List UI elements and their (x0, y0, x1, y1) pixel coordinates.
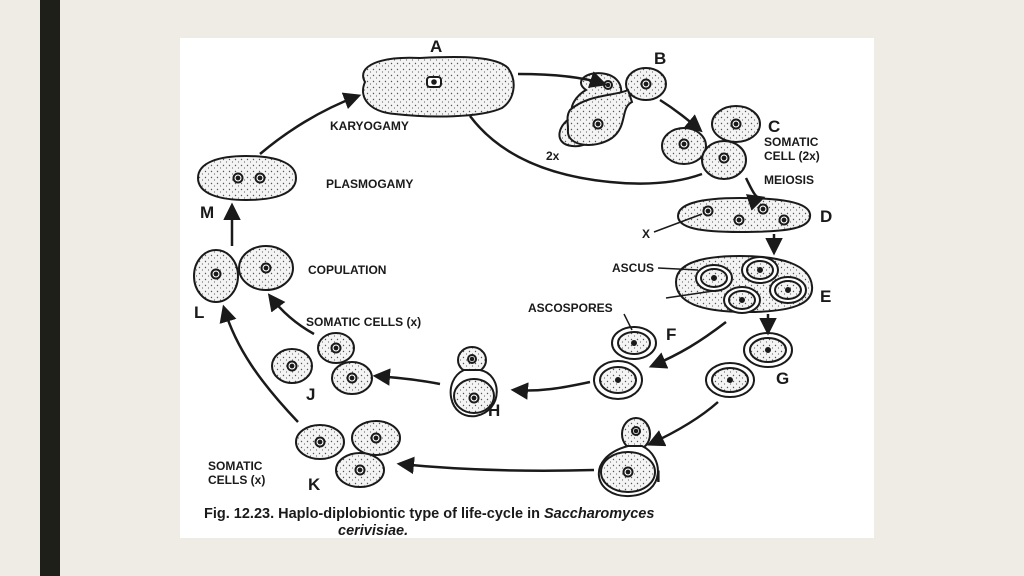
cell-j-somatic-haploid (271, 332, 373, 395)
slide-accent-bar (40, 0, 60, 576)
arrow-a-to-c-2x (469, 115, 703, 185)
cell-h-budding-haploid (449, 346, 498, 418)
cell-e-ascus (674, 254, 814, 314)
label-plasmogamy: PLASMOGAMY (326, 177, 413, 191)
arrow-a-to-b (517, 71, 608, 88)
label-somatic-cells-k-line2: CELLS (x) (208, 473, 265, 487)
cell-g-ascospores (705, 332, 793, 398)
stage-letter-h: H (488, 401, 500, 420)
stage-letter-b: B (654, 49, 666, 68)
label-meiosis: MEIOSIS (764, 173, 814, 187)
stage-letter-c: C (768, 117, 780, 136)
arrow-k-to-l (219, 304, 299, 423)
cell-b-bud-parts (566, 67, 667, 146)
cell-a-zygote (362, 56, 515, 118)
label-2x: 2x (546, 149, 560, 163)
cell-k-somatic-haploid (295, 420, 401, 488)
stage-letter-l: L (194, 303, 204, 322)
life-cycle-figure: A B C D E F G H I J K L M KARYOGAMY 2x S… (180, 38, 874, 540)
stage-letter-i: I (656, 467, 661, 486)
arrow-j-to-l (267, 293, 315, 336)
label-somatic-cells-k-line1: SOMATIC (208, 459, 263, 473)
cell-m-plasmogamy (196, 154, 298, 202)
label-ascospores: ASCOSPORES (528, 301, 613, 315)
label-somatic-cell-line1: SOMATIC (764, 135, 819, 149)
cell-f-ascospores (593, 326, 657, 400)
label-somatic-cell-line2: CELL (2x) (764, 149, 820, 163)
caption-species: cerivisiae. (338, 523, 409, 539)
arrow-i-to-k (396, 456, 595, 475)
arrow-h-to-j (372, 368, 441, 386)
arrow-b-to-c (659, 98, 703, 133)
cell-c-somatic-diploid (661, 105, 761, 180)
leader-lines (623, 213, 721, 331)
stage-letter-k: K (308, 475, 321, 494)
stage-letter-j: J (306, 385, 315, 404)
arrow-f-to-h (510, 380, 591, 400)
arrow-m-to-a (259, 92, 362, 155)
stage-letter-m: M (200, 203, 214, 222)
arrow-c-to-d (744, 177, 766, 211)
cell-i-budding-haploid (598, 417, 659, 498)
cycle-arrows (219, 71, 783, 475)
arrow-e-to-f (648, 321, 727, 369)
cell-l-copulation (193, 245, 294, 303)
label-copulation: COPULATION (308, 263, 386, 277)
label-ascus: ASCUS (612, 261, 654, 275)
label-x: X (642, 227, 650, 241)
stage-letter-e: E (820, 287, 831, 306)
stage-letter-d: D (820, 207, 832, 226)
figure-caption: Fig. 12.23. Haplo-diplobiontic type of l… (204, 506, 864, 540)
stage-letter-f: F (666, 325, 676, 344)
caption-genus: Saccharomyces (544, 506, 655, 522)
label-karyogamy: KARYOGAMY (330, 119, 409, 133)
caption-prefix: Fig. 12.23. Haplo-diplobiontic type of l… (204, 506, 544, 522)
life-cycle-diagram: A B C D E F G H I J K L M KARYOGAMY 2x S… (193, 38, 832, 498)
arrow-g-to-i (646, 401, 719, 447)
stage-letter-g: G (776, 369, 789, 388)
stage-letter-a: A (430, 38, 442, 56)
label-somatic-cells-x: SOMATIC CELLS (x) (306, 315, 421, 329)
